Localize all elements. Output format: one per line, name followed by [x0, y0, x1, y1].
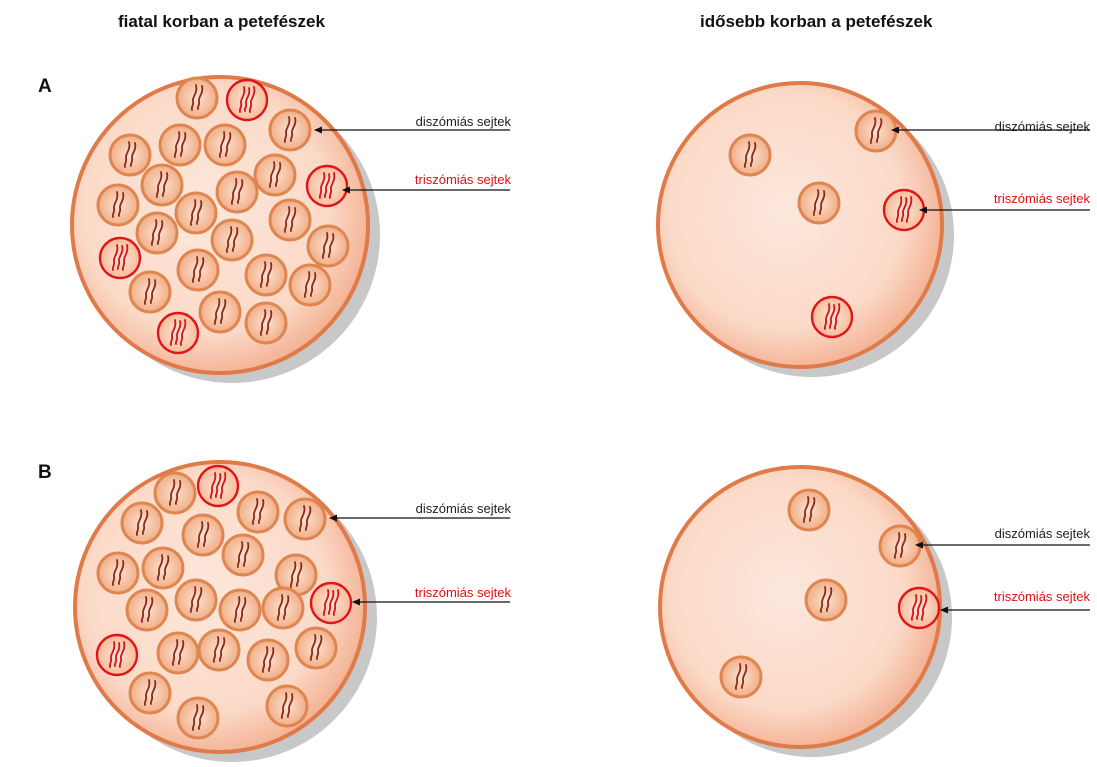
disomic-cell: [98, 185, 138, 225]
disomic-cell: [248, 640, 288, 680]
disomic-cell: [122, 503, 162, 543]
disomic-cell: [290, 265, 330, 305]
disomic-cell: [217, 172, 257, 212]
disomic-cell: [200, 292, 240, 332]
disomic-cell: [856, 111, 896, 151]
disomic-cell: [178, 250, 218, 290]
disomic-cell: [155, 473, 195, 513]
disomic-cell: [176, 193, 216, 233]
disomic-cell: [98, 553, 138, 593]
disomic-cell: [205, 125, 245, 165]
disomic-cell: [130, 673, 170, 713]
disomic-cell: [267, 686, 307, 726]
disomic-cell: [220, 590, 260, 630]
disomic-cell: [143, 548, 183, 588]
disomic-cell: [177, 78, 217, 118]
disomic-cell: [158, 633, 198, 673]
disomic-cell: [212, 220, 252, 260]
disomic-cell: [223, 535, 263, 575]
disomic-cell: [183, 515, 223, 555]
disomic-cell: [880, 526, 920, 566]
disomic-cell: [799, 183, 839, 223]
disomic-cell: [806, 580, 846, 620]
disomic-cell: [270, 200, 310, 240]
disomic-cell: [199, 630, 239, 670]
disomic-cell: [308, 226, 348, 266]
disomic-cell: [142, 165, 182, 205]
disomic-cell: [285, 499, 325, 539]
disomic-cell: [110, 135, 150, 175]
disomic-cell: [255, 155, 295, 195]
disomic-cell: [789, 490, 829, 530]
disomic-cell: [270, 110, 310, 150]
disomic-cell: [296, 628, 336, 668]
disomic-cell: [246, 255, 286, 295]
disomic-cell: [130, 272, 170, 312]
disomic-cell: [137, 213, 177, 253]
disomic-cell: [238, 492, 278, 532]
disomic-cell: [178, 698, 218, 738]
disomic-cell: [721, 657, 761, 697]
disomic-cell: [730, 135, 770, 175]
disomic-cell: [127, 590, 167, 630]
disomic-cell: [176, 580, 216, 620]
disomic-cell: [246, 303, 286, 343]
disomic-cell: [160, 125, 200, 165]
disomic-cell: [263, 588, 303, 628]
